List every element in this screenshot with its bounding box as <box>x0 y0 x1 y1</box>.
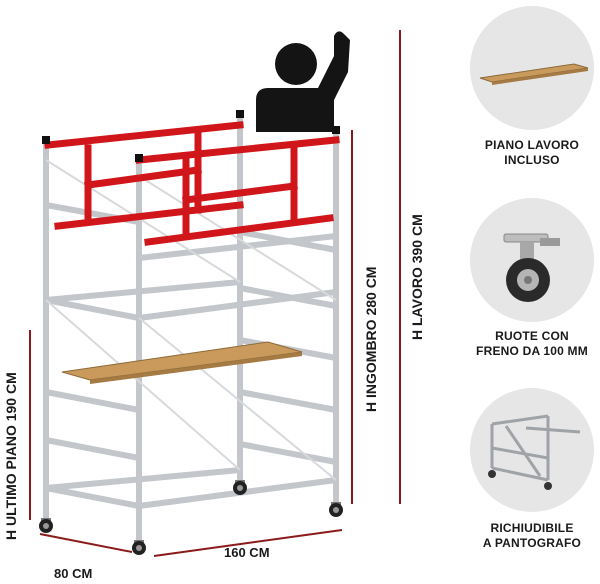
feature-circle-folding <box>470 388 594 512</box>
feature-label-plank: PIANO LAVORO INCLUSO <box>484 138 580 167</box>
plank-icon <box>479 63 589 85</box>
person-icon <box>256 31 350 132</box>
work-plank <box>61 341 303 381</box>
h-ultimo-piano-label: H ULTIMO PIANO 190 CM <box>3 372 19 540</box>
width-label: 160 CM <box>224 545 270 560</box>
dimension-lines <box>29 30 401 557</box>
h-lavoro-label: H LAVORO 390 CM <box>409 214 425 340</box>
feature-label-folding: RICHIUDIBILE A PANTOGRAFO <box>482 521 582 550</box>
feature-circle-wheel <box>470 198 594 322</box>
folding-scaffold-icon <box>488 414 581 490</box>
diagonal-braces <box>45 159 337 481</box>
guardrails <box>44 121 340 246</box>
depth-label: 80 CM <box>54 566 92 581</box>
h-ingombro-label: H INGOMBRO 280 CM <box>363 267 379 412</box>
feature-label-wheel: RUOTE CON FRENO DA 100 MM <box>476 329 588 358</box>
feature-circle-plank <box>470 6 594 130</box>
wheel-icon <box>503 233 560 302</box>
upright-caps <box>42 110 340 162</box>
wheels <box>39 480 343 555</box>
